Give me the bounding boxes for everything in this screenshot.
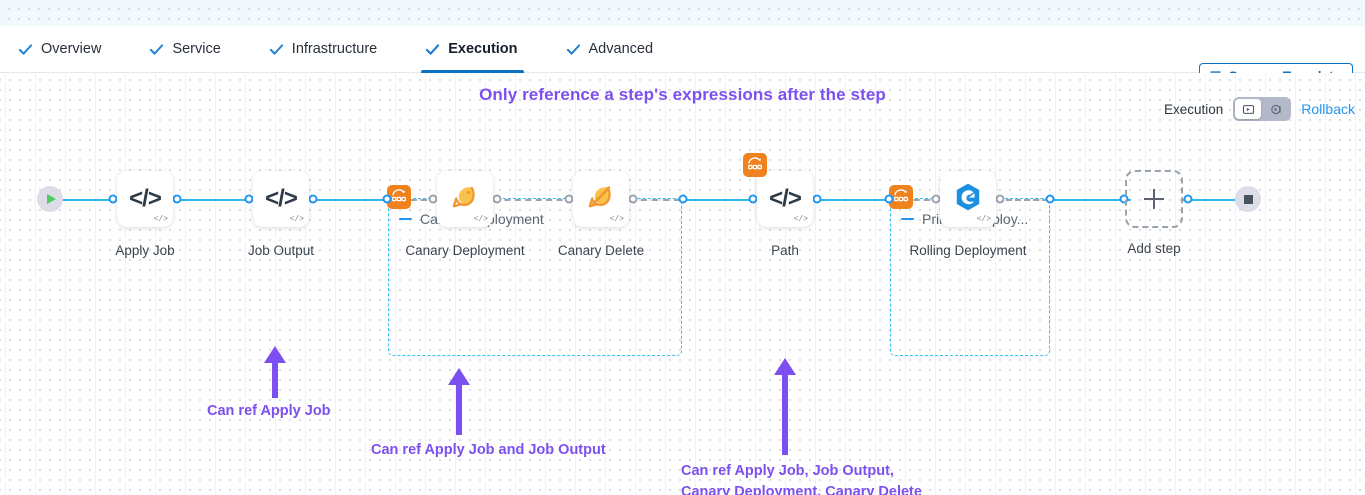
step-node-rolling-deployment[interactable]: </> bbox=[940, 171, 996, 227]
port-rolling-out[interactable] bbox=[995, 194, 1005, 204]
rail-canarygroup-path bbox=[678, 199, 762, 201]
rail-canary-to-delete bbox=[494, 199, 573, 201]
rail-primary-group-out bbox=[997, 199, 1048, 201]
rail-group-in-primary bbox=[893, 199, 940, 201]
step-node-path[interactable]: </> </> bbox=[743, 153, 813, 227]
rail-primarygroup-addstep bbox=[1046, 199, 1131, 201]
port-addstep-in[interactable] bbox=[1119, 194, 1129, 204]
tab-service[interactable]: Service bbox=[145, 26, 236, 73]
execution-label: Execution bbox=[1164, 101, 1224, 117]
port-path-out[interactable] bbox=[812, 194, 822, 204]
start-node[interactable] bbox=[37, 186, 63, 212]
group-canary-deployment[interactable]: Canary Deployment bbox=[387, 185, 682, 356]
port-path-in[interactable] bbox=[748, 194, 758, 204]
annotation-text-job-output: Can ref Apply Job bbox=[207, 403, 331, 419]
port-applyjob-out[interactable] bbox=[172, 194, 182, 204]
tab-label: Overview bbox=[41, 41, 102, 57]
collapse-group-icon[interactable] bbox=[901, 217, 914, 221]
canvas-headline: Only reference a step's expressions afte… bbox=[479, 85, 886, 104]
port-joboutput-in[interactable] bbox=[244, 194, 254, 204]
code-mini-icon: </> bbox=[793, 215, 808, 224]
add-step-button[interactable] bbox=[1125, 170, 1183, 228]
rail-applyjob-joboutput bbox=[170, 199, 256, 201]
pipeline-tab-bar: Overview Service Infrastructure Executio… bbox=[0, 26, 1365, 89]
code-mini-icon: </> bbox=[473, 215, 488, 224]
tab-label: Advanced bbox=[588, 41, 654, 57]
rolling-swirl-icon bbox=[952, 181, 984, 218]
rollback-view-icon[interactable] bbox=[1263, 99, 1289, 119]
tab-overview[interactable]: Overview bbox=[14, 26, 117, 73]
collapse-group-icon[interactable] bbox=[399, 217, 412, 221]
port-canarygroup-out[interactable] bbox=[678, 194, 688, 204]
port-canarydelete-out[interactable] bbox=[628, 194, 638, 204]
check-icon bbox=[566, 42, 581, 57]
pipeline-canvas[interactable]: Only reference a step's expressions afte… bbox=[0, 73, 1365, 495]
port-canarydeployment-out[interactable] bbox=[492, 194, 502, 204]
plus-icon bbox=[1144, 189, 1164, 209]
rollback-link[interactable]: Rollback bbox=[1301, 101, 1355, 117]
add-step-label: Add step bbox=[1127, 241, 1181, 256]
port-primarygroup-out[interactable] bbox=[1045, 194, 1055, 204]
tab-list: Overview Service Infrastructure Executio… bbox=[0, 26, 669, 73]
annotation-arrow-job-output bbox=[263, 346, 287, 398]
execution-flow-graph: Canary Deployment Primary Deploy... bbox=[0, 73, 1365, 495]
rail-addstep-end bbox=[1182, 199, 1240, 201]
step-label-canary-deployment: Canary Deployment bbox=[405, 243, 525, 258]
canary-bird-icon bbox=[448, 180, 482, 219]
annotation-arrow-canary-deployment bbox=[447, 368, 471, 435]
canvas-top-strip bbox=[0, 0, 1365, 26]
canary-bird-delete-icon bbox=[584, 180, 618, 219]
port-applyjob-in[interactable] bbox=[108, 194, 118, 204]
rail-joboutput-canarygroup bbox=[306, 199, 391, 201]
step-label-path: Path bbox=[771, 243, 799, 258]
step-label-apply-job: Apply Job bbox=[115, 243, 175, 258]
port-canarydeployment-in[interactable] bbox=[428, 194, 438, 204]
step-label-job-output: Job Output bbox=[247, 243, 315, 258]
execution-rollback-toggle[interactable] bbox=[1233, 97, 1292, 121]
check-icon bbox=[425, 42, 440, 57]
annotation-arrow-path bbox=[773, 358, 797, 455]
code-icon: </> bbox=[769, 185, 802, 212]
code-icon: </> bbox=[265, 185, 298, 212]
tab-label: Execution bbox=[448, 41, 518, 57]
annotation-text-path: Can ref Apply Job, Job Output, Canary De… bbox=[681, 463, 922, 495]
step-node-canary-deployment[interactable]: </> bbox=[437, 171, 493, 227]
execution-view-icon[interactable] bbox=[1235, 99, 1262, 119]
code-mini-icon: </> bbox=[609, 215, 624, 224]
step-label-rolling-deployment: Rolling Deployment bbox=[909, 243, 1027, 258]
step-node-canary-delete[interactable]: </> bbox=[573, 171, 629, 227]
port-rolling-in[interactable] bbox=[931, 194, 941, 204]
rail-delete-group-out bbox=[630, 199, 680, 201]
rail-start-applyjob bbox=[62, 199, 120, 201]
end-node[interactable] bbox=[1235, 186, 1261, 212]
code-mini-icon: </> bbox=[289, 215, 304, 224]
code-icon: </> bbox=[129, 185, 162, 212]
port-canarydelete-in[interactable] bbox=[564, 194, 574, 204]
tab-advanced[interactable]: Advanced bbox=[562, 26, 670, 73]
tab-label: Infrastructure bbox=[291, 41, 378, 57]
check-icon bbox=[149, 42, 164, 57]
annotation-text-canary-deployment: Can ref Apply Job and Job Output bbox=[371, 442, 606, 458]
step-node-apply-job[interactable]: </> </> bbox=[117, 171, 173, 227]
check-icon bbox=[18, 42, 33, 57]
tab-execution[interactable]: Execution bbox=[421, 26, 533, 73]
port-primarygroup-in[interactable] bbox=[884, 194, 894, 204]
step-node-job-output[interactable]: </> </> bbox=[253, 171, 309, 227]
tab-infrastructure[interactable]: Infrastructure bbox=[265, 26, 393, 73]
port-joboutput-out[interactable] bbox=[308, 194, 318, 204]
code-mini-icon: </> bbox=[153, 215, 168, 224]
code-mini-icon: </> bbox=[976, 215, 991, 224]
rail-group-in-canary bbox=[391, 199, 437, 201]
orange-template-badge-icon bbox=[743, 153, 767, 177]
step-label-canary-delete: Canary Delete bbox=[557, 243, 645, 258]
check-icon bbox=[269, 42, 284, 57]
port-canarygroup-in[interactable] bbox=[382, 194, 392, 204]
stop-icon bbox=[1243, 194, 1253, 204]
rail-path-primarygroup bbox=[810, 199, 895, 201]
execution-mode-controls: Execution Rollback bbox=[1164, 97, 1355, 121]
tab-label: Service bbox=[172, 41, 221, 57]
port-addstep-out[interactable] bbox=[1183, 194, 1193, 204]
play-icon bbox=[46, 194, 56, 204]
